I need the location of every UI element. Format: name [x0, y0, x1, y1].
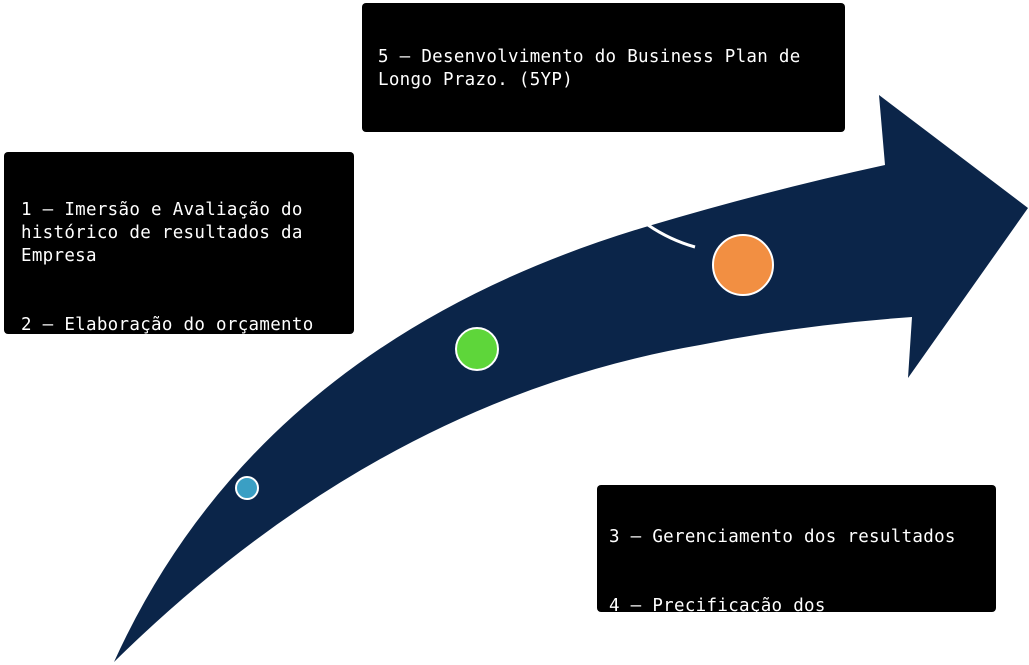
- arrow-notch-highlight: [647, 223, 696, 249]
- step-1-text: 1 – Imersão e Avaliação do histórico de …: [21, 200, 303, 266]
- step-2-text: 2 – Elaboração do orçamento (Budget) da …: [21, 315, 314, 358]
- phase-box-left: 1 – Imersão e Avaliação do histórico de …: [4, 152, 354, 358]
- step-5-text: 5 – Desenvolvimento do Business Plan de …: [378, 47, 801, 90]
- milestone-dot-medium-icon: [455, 327, 499, 371]
- step-6-text: 6 – Captação de recursos/investidores: [378, 139, 779, 159]
- curved-arrow-icon: [114, 95, 1028, 662]
- milestone-dot-large-icon: [712, 234, 774, 296]
- milestone-dot-small-icon: [235, 476, 259, 500]
- step-3-text: 3 – Gerenciamento dos resultados: [609, 527, 956, 547]
- phase-box-bottom: 3 – Gerenciamento dos resultados 4 – Pre…: [597, 485, 996, 639]
- phase-box-top: 5 – Desenvolvimento do Business Plan de …: [362, 3, 845, 159]
- step-4-text: 4 – Precificação dos Serviços/Produtos: [609, 596, 826, 639]
